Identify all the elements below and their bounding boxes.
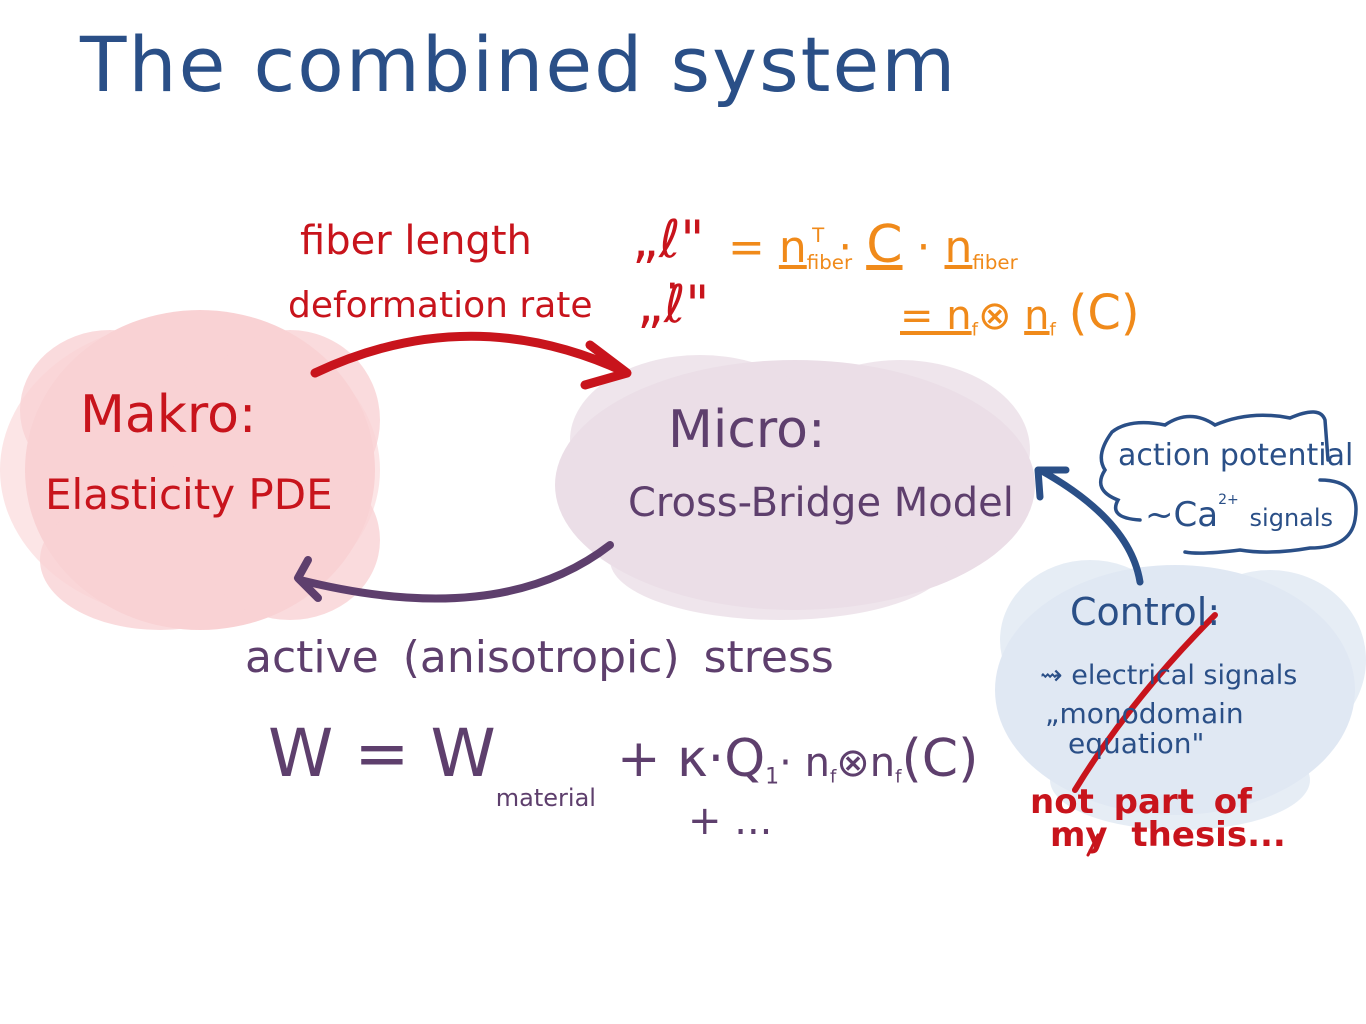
transpose-superscript: T: [812, 224, 825, 248]
micro-heading: Micro:: [668, 400, 826, 460]
control-line1: ⇝ electrical signals: [1040, 660, 1298, 691]
energy-lhs: W = W: [268, 715, 496, 792]
formula-lhs-rate: „ℓ̇": [637, 275, 710, 335]
tensor-term: · n: [779, 740, 830, 786]
f-subscript: f: [895, 766, 902, 788]
top-arrow-label-line1: fiber length: [300, 218, 532, 264]
bottom-arrow-label: active (anisotropic) stress: [245, 632, 834, 683]
signal-line1: action potential: [1118, 438, 1354, 473]
f-subscript: f: [1049, 319, 1056, 341]
micro-cloud: [555, 355, 1035, 620]
fiber-formula-line1: = nfiberT · C · nfiber: [728, 215, 1018, 275]
arrow-makro-to-micro: [310, 331, 632, 390]
otimes-term: ⊗n: [836, 740, 896, 786]
makro-subtitle: Elasticity PDE: [45, 470, 333, 519]
makro-cloud: [0, 310, 380, 630]
c-tensor: C: [866, 215, 903, 275]
dot-operator: ·: [916, 222, 931, 273]
material-subscript: material: [495, 784, 596, 812]
equals-sign: =: [728, 222, 765, 273]
n-vector: n: [944, 222, 973, 273]
signals-word: signals: [1249, 504, 1334, 532]
n-f-vector: n: [1024, 293, 1050, 339]
arrow-micro-to-makro: [294, 541, 614, 603]
q-subscript: 1: [765, 764, 780, 790]
energy-formula: W = Wmaterial + κ·Q1· nf⊗nf(C): [268, 715, 978, 812]
dot-operator: ·: [838, 222, 853, 273]
makro-heading: Makro:: [80, 385, 257, 445]
f-subscript: f: [971, 319, 978, 341]
calcium-charge: 2+: [1218, 492, 1239, 508]
c-argument: (C): [1068, 285, 1140, 341]
active-term: + κ·Q: [616, 729, 766, 789]
strike-through: [1072, 612, 1218, 793]
strike-through-tail: [1086, 833, 1100, 857]
control-line3: equation": [1068, 727, 1205, 760]
c-argument: (C): [901, 729, 979, 789]
n-vector: n: [778, 222, 807, 273]
calcium-symbol: ~Ca: [1145, 495, 1219, 535]
arrow-control-to-micro: [1034, 466, 1144, 586]
annotation-line1: not part of: [1030, 782, 1252, 822]
signal-bubble-outline: [1098, 410, 1358, 555]
page-title: The combined system: [80, 20, 958, 109]
control-line2: „monodomain: [1045, 697, 1244, 730]
n-f-vector: = n: [900, 293, 972, 339]
top-arrow-label-line2: deformation rate: [288, 285, 593, 326]
annotation-line2: my thesis...: [1050, 815, 1286, 855]
fiber-subscript: fiber: [972, 250, 1018, 274]
formula-lhs-length: „ℓ": [632, 210, 705, 270]
control-cloud: [995, 560, 1366, 830]
micro-subtitle: Cross-Bridge Model: [628, 480, 1014, 526]
otimes-operator: ⊗: [977, 293, 1012, 339]
signal-line2: ~Ca2+ signals: [1145, 492, 1333, 535]
fiber-formula-line2: = nf⊗ nf (C): [900, 285, 1140, 341]
f-subscript: f: [829, 766, 837, 788]
control-heading: Control:: [1070, 590, 1221, 634]
energy-continuation: + ...: [688, 798, 773, 844]
